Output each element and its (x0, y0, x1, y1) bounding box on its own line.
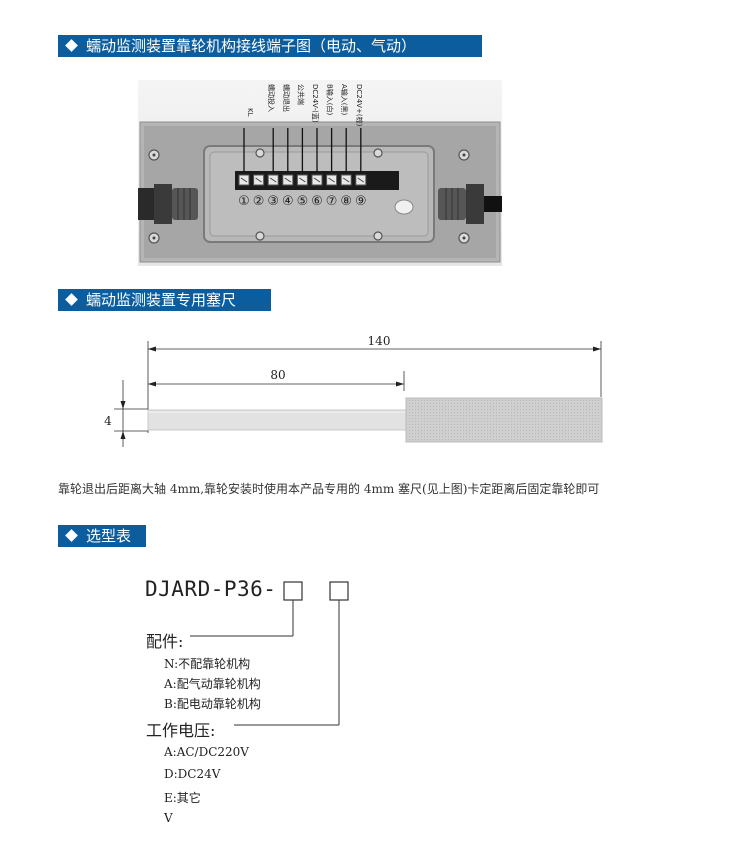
diamond-bullet-icon (65, 529, 78, 542)
terminal-number: ⑧ (340, 194, 352, 209)
terminal-label: DC24V+(棕) (355, 84, 364, 127)
cable-gland-right (438, 184, 502, 224)
terminal-number: ⑦ (326, 194, 338, 209)
terminal-label: 公共端 (296, 84, 305, 105)
screw-icon (373, 148, 383, 158)
gauge-handle (405, 397, 603, 443)
model-prefix: DJARD-P36- (145, 577, 277, 601)
terminal-label: 蠕动投入 (267, 84, 276, 112)
accessory-code-box (283, 581, 303, 601)
accessory-option: B:配电动靠轮机构 (164, 697, 261, 711)
section-title: 蠕动监测装置靠轮机构接线端子图（电动、气动） (86, 37, 417, 55)
voltage-option: D:DC24V (164, 767, 221, 781)
indicator-lens (394, 199, 414, 215)
terminal-number: ① (238, 194, 250, 209)
voltage-option: A:AC/DC220V (164, 745, 249, 759)
screw-icon (255, 231, 265, 241)
terminal-label-kl: KL (246, 108, 254, 117)
accessory-label: 配件: (146, 632, 184, 651)
voltage-option: V (164, 811, 173, 825)
diamond-bullet-icon (65, 39, 78, 52)
screw-icon (255, 148, 265, 158)
terminal-label: DC24V-(蓝) (311, 84, 320, 123)
accessory-option: N:不配靠轮机构 (164, 657, 251, 671)
terminal-label: B输入(白) (326, 84, 335, 116)
terminal-number: ④ (282, 194, 294, 209)
section-title: 蠕动监测装置专用塞尺 (86, 291, 237, 309)
dimension-total-length: 140 (368, 334, 391, 348)
terminal-number: ② (253, 194, 265, 209)
voltage-code-box (329, 581, 349, 601)
dimension-thickness: 4 (104, 414, 112, 428)
section-title: 选型表 (86, 527, 132, 545)
gauge-usage-note: 靠轮退出后距离大轴 4mm,靠轮安装时使用本产品专用的 4mm 塞尺(见上图)卡… (58, 482, 600, 496)
voltage-option: E:其它 (164, 791, 201, 805)
feeler-gauge-drawing: 140 80 4 (104, 334, 603, 447)
diamond-bullet-icon (65, 293, 78, 306)
terminal-number: ⑥ (311, 194, 323, 209)
section-header-wiring: 蠕动监测装置靠轮机构接线端子图（电动、气动） (58, 35, 482, 57)
section-header-selection: 选型表 (58, 525, 146, 547)
terminal-number: ⑤ (297, 194, 309, 209)
terminal-diagram: KL 蠕动投入蠕动退出公共端 DC24V-(蓝) B输入(白) A输入(黑) DC24V+… (138, 80, 502, 266)
selection-connectors (190, 581, 349, 726)
voltage-label: 工作电压: (146, 721, 216, 740)
dimension-insert-length: 80 (270, 368, 285, 382)
terminal-number: ⑨ (355, 194, 367, 209)
section-header-gauge: 蠕动监测装置专用塞尺 (58, 289, 271, 311)
terminal-label: A输入(黑) (340, 84, 349, 116)
terminal-label: 蠕动退出 (282, 84, 291, 112)
screw-icon (373, 231, 383, 241)
gauge-blade (147, 409, 407, 431)
terminal-number: ③ (267, 194, 279, 209)
accessory-option: A:配气动靠轮机构 (164, 677, 261, 691)
cable-gland-left (138, 184, 198, 224)
